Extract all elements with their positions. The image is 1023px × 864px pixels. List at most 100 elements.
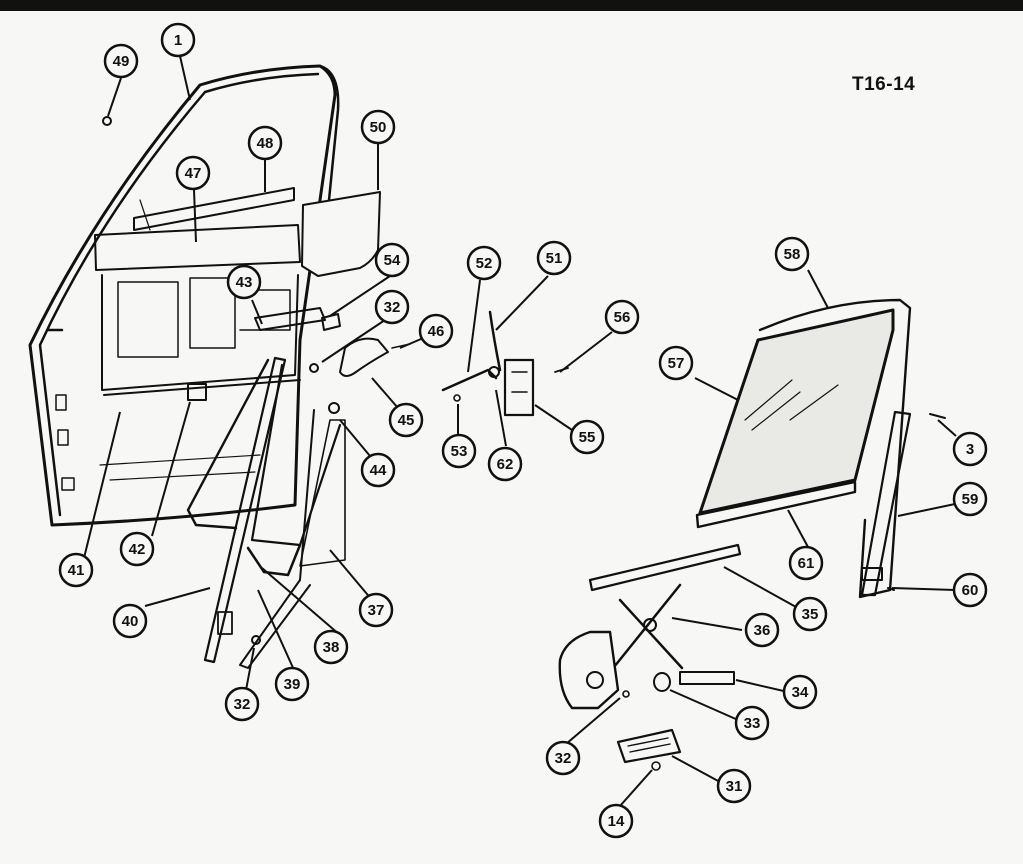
callout-circle xyxy=(224,686,260,722)
callout-43: 43 xyxy=(226,264,262,300)
callout-circle xyxy=(788,545,824,581)
callout-number: 32 xyxy=(384,299,401,316)
top-border-rule xyxy=(0,0,1023,11)
bushing-44 xyxy=(328,402,340,414)
callout-circle xyxy=(782,674,818,710)
callout-circle xyxy=(569,419,605,455)
callout-number: 57 xyxy=(668,355,685,372)
callout-38: 38 xyxy=(313,629,349,665)
callout-circle xyxy=(441,433,477,469)
callout-47: 47 xyxy=(175,155,211,191)
callout-number: 33 xyxy=(744,715,761,732)
callout-48: 48 xyxy=(247,125,283,161)
callout-56: 56 xyxy=(604,299,640,335)
callout-number: 38 xyxy=(323,639,340,656)
callout-circle xyxy=(418,313,454,349)
callout-39: 39 xyxy=(274,666,310,702)
callout-circle xyxy=(545,740,581,776)
callout-40: 40 xyxy=(112,603,148,639)
callout-number: 60 xyxy=(962,582,979,599)
callout-number: 39 xyxy=(284,676,301,693)
callout-number: 37 xyxy=(368,602,385,619)
figure-code: T16-14 xyxy=(852,74,916,95)
callout-circle xyxy=(792,596,828,632)
callout-number: 59 xyxy=(962,491,979,508)
callout-number: 45 xyxy=(398,412,415,429)
callout-number: 35 xyxy=(802,606,819,623)
callout-33: 33 xyxy=(734,705,770,741)
callout-number: 51 xyxy=(546,250,563,267)
callout-number: 32 xyxy=(555,750,572,767)
callout-62: 62 xyxy=(487,446,523,482)
callout-circle xyxy=(247,125,283,161)
callout-number: 48 xyxy=(257,135,274,152)
callout-number: 55 xyxy=(579,429,596,446)
callout-circle xyxy=(360,109,396,145)
callout-number: 41 xyxy=(68,562,85,579)
callout-37: 37 xyxy=(358,592,394,628)
screw-49 xyxy=(102,116,112,126)
callout-circle xyxy=(774,236,810,272)
upper-run-channel xyxy=(133,187,295,231)
leader-lines xyxy=(83,55,957,807)
callout-circle xyxy=(103,43,139,79)
callout-number: 52 xyxy=(476,255,493,272)
callout-circle xyxy=(952,481,988,517)
callout-35: 35 xyxy=(792,596,828,632)
callout-41: 41 xyxy=(58,552,94,588)
screw-32-lower xyxy=(251,635,261,645)
lock-assembly xyxy=(339,337,389,377)
callout-number: 32 xyxy=(234,696,251,713)
callout-49: 49 xyxy=(103,43,139,79)
callout-circle xyxy=(598,803,634,839)
water-deflector-panel xyxy=(301,191,381,277)
callout-circle xyxy=(536,240,572,276)
callout-3: 3 xyxy=(952,431,988,467)
callout-46: 46 xyxy=(418,313,454,349)
callout-31: 31 xyxy=(716,768,752,804)
callout-circle xyxy=(466,245,502,281)
callout-45: 45 xyxy=(388,402,424,438)
callout-number: 50 xyxy=(370,119,387,136)
callout-number: 3 xyxy=(966,441,974,458)
callout-circle xyxy=(226,264,262,300)
callout-32: 32 xyxy=(224,686,260,722)
callout-number: 44 xyxy=(370,462,387,479)
callout-circle xyxy=(358,592,394,628)
callout-number: 40 xyxy=(122,613,139,630)
callout-32: 32 xyxy=(374,289,410,325)
callout-circle xyxy=(734,705,770,741)
callout-number: 56 xyxy=(614,309,631,326)
callout-circle xyxy=(374,289,410,325)
callout-number: 14 xyxy=(608,813,625,830)
callout-circle xyxy=(119,531,155,567)
callout-32: 32 xyxy=(545,740,581,776)
callout-circle xyxy=(360,452,396,488)
door-shell xyxy=(28,64,340,527)
callout-circle xyxy=(388,402,424,438)
callout-1: 1 xyxy=(160,22,196,58)
callout-circle xyxy=(952,431,988,467)
callout-50: 50 xyxy=(360,109,396,145)
callout-61: 61 xyxy=(788,545,824,581)
division-channel xyxy=(860,410,912,597)
handle-escutcheon xyxy=(187,383,207,401)
callout-number: 53 xyxy=(451,443,468,460)
callout-number: 31 xyxy=(726,778,743,795)
door-latch-assembly xyxy=(441,310,569,417)
callout-circle xyxy=(112,603,148,639)
door-glass xyxy=(695,308,895,529)
callout-circle xyxy=(952,572,988,608)
callout-number: 61 xyxy=(798,555,815,572)
callout-54: 54 xyxy=(374,242,410,278)
callout-circle xyxy=(175,155,211,191)
callout-number: 34 xyxy=(792,684,809,701)
callout-34: 34 xyxy=(782,674,818,710)
callout-44: 44 xyxy=(360,452,396,488)
callout-circle xyxy=(658,345,694,381)
callout-circle xyxy=(716,768,752,804)
screw-32-upper xyxy=(309,363,319,373)
callout-circle xyxy=(160,22,196,58)
